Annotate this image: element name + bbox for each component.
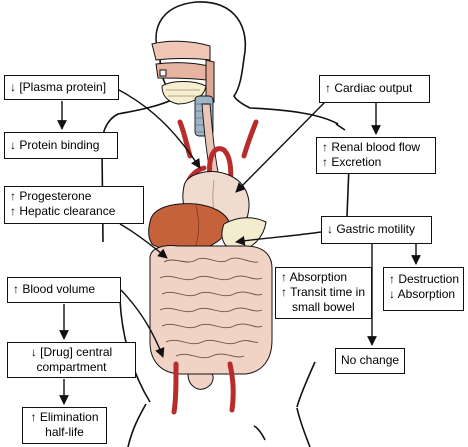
protein-binding-box: ↓ Protein binding xyxy=(4,132,118,159)
progesterone-box: ↑ Progesterone ↑ Hepatic clearance xyxy=(4,186,144,224)
elimination-box: ↑ Elimination half-life xyxy=(22,407,107,444)
progesterone-line-2: ↑ Hepatic clearance xyxy=(10,204,116,218)
destruction-line-2: ↓ Absorption xyxy=(389,287,456,301)
drug-central-box: ↓ [Drug] central compartment xyxy=(7,342,136,378)
blood-volume-box: ↑ Blood volume xyxy=(7,277,121,303)
drug-central-line-2: compartment xyxy=(36,360,107,374)
elimination-line-1: ↑ Elimination xyxy=(30,410,99,424)
absorption-transit-box: ↑ Absorption ↑ Transit time in small bow… xyxy=(275,267,372,319)
protein-binding-line-1: ↓ Protein binding xyxy=(10,138,100,152)
connector-arrows xyxy=(57,88,421,405)
progesterone-line-1: ↑ Progesterone xyxy=(10,189,92,203)
no-change-box: No change xyxy=(335,348,405,374)
gastric-motility-box: ↓ Gastric motility xyxy=(321,216,432,244)
absorption-transit-line-1: ↑ Absorption xyxy=(281,270,348,284)
destruction-box: ↑ Destruction ↓ Absorption xyxy=(383,267,464,311)
absorption-transit-line-2: ↑ Transit time in xyxy=(281,285,366,299)
elimination-line-2: half-life xyxy=(45,425,84,439)
plasma-protein-line-1: ↓ [Plasma protein] xyxy=(10,80,107,94)
gastric-motility-line-1: ↓ Gastric motility xyxy=(327,222,416,236)
blood-volume-line-1: ↑ Blood volume xyxy=(13,282,96,296)
absorption-transit-line-3: small bowel xyxy=(292,300,355,314)
cardiac-output-box: ↑ Cardiac output xyxy=(319,75,430,103)
intestines xyxy=(149,245,273,390)
no-change-line-1: No change xyxy=(341,353,400,367)
pancreas xyxy=(221,217,267,253)
drug-central-line-1: ↓ [Drug] central xyxy=(30,345,113,359)
renal-line-1: ↑ Renal blood flow xyxy=(322,140,421,154)
liver xyxy=(148,203,231,252)
plasma-protein-box: ↓ [Plasma protein] xyxy=(4,75,119,100)
head-airway xyxy=(151,40,215,105)
destruction-line-1: ↑ Destruction xyxy=(389,272,460,286)
cardiac-output-line-1: ↑ Cardiac output xyxy=(325,81,413,95)
renal-box: ↑ Renal blood flow ↑ Excretion xyxy=(316,137,436,174)
renal-line-2: ↑ Excretion xyxy=(322,155,382,169)
iliac-arteries xyxy=(171,361,236,415)
